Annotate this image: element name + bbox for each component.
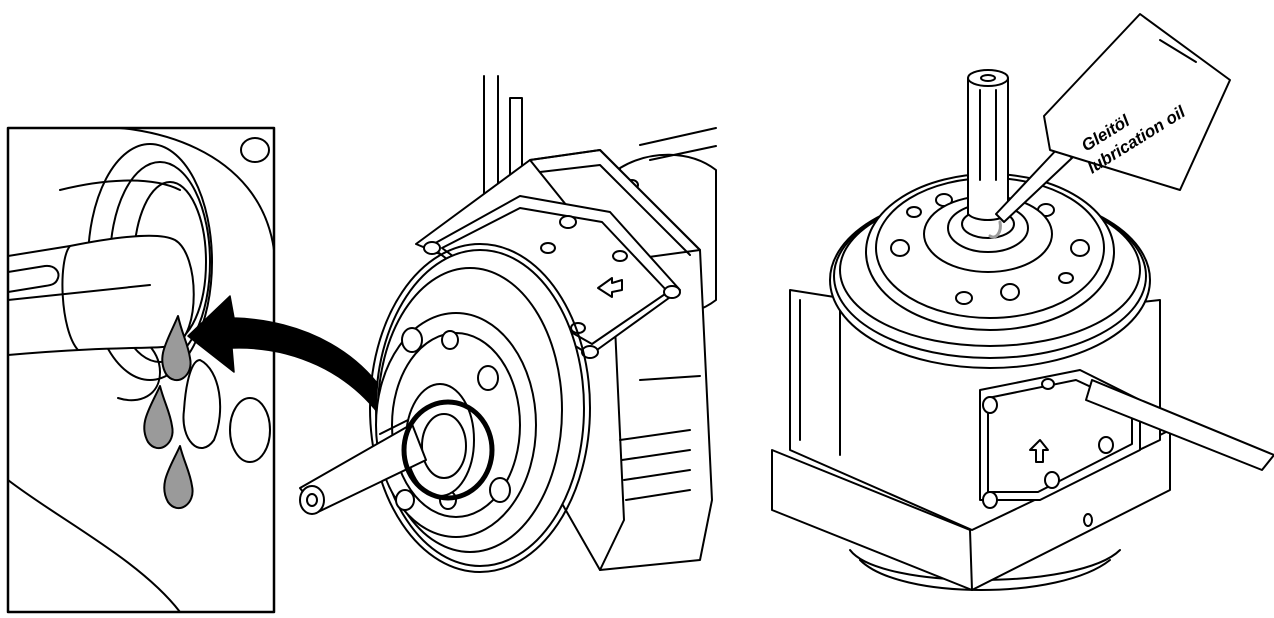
detail-panel xyxy=(6,126,401,614)
vertical-gearbox: Gleitöl lubrication oil xyxy=(771,13,1274,591)
horizontal-gearbox xyxy=(299,75,717,573)
oil-bottle: Gleitöl lubrication oil xyxy=(988,13,1231,239)
curved-arrow-icon xyxy=(187,295,401,425)
oil-drop-icon xyxy=(143,315,194,509)
direction-arrow-icon xyxy=(1029,439,1049,463)
direction-arrow-icon xyxy=(597,277,623,298)
